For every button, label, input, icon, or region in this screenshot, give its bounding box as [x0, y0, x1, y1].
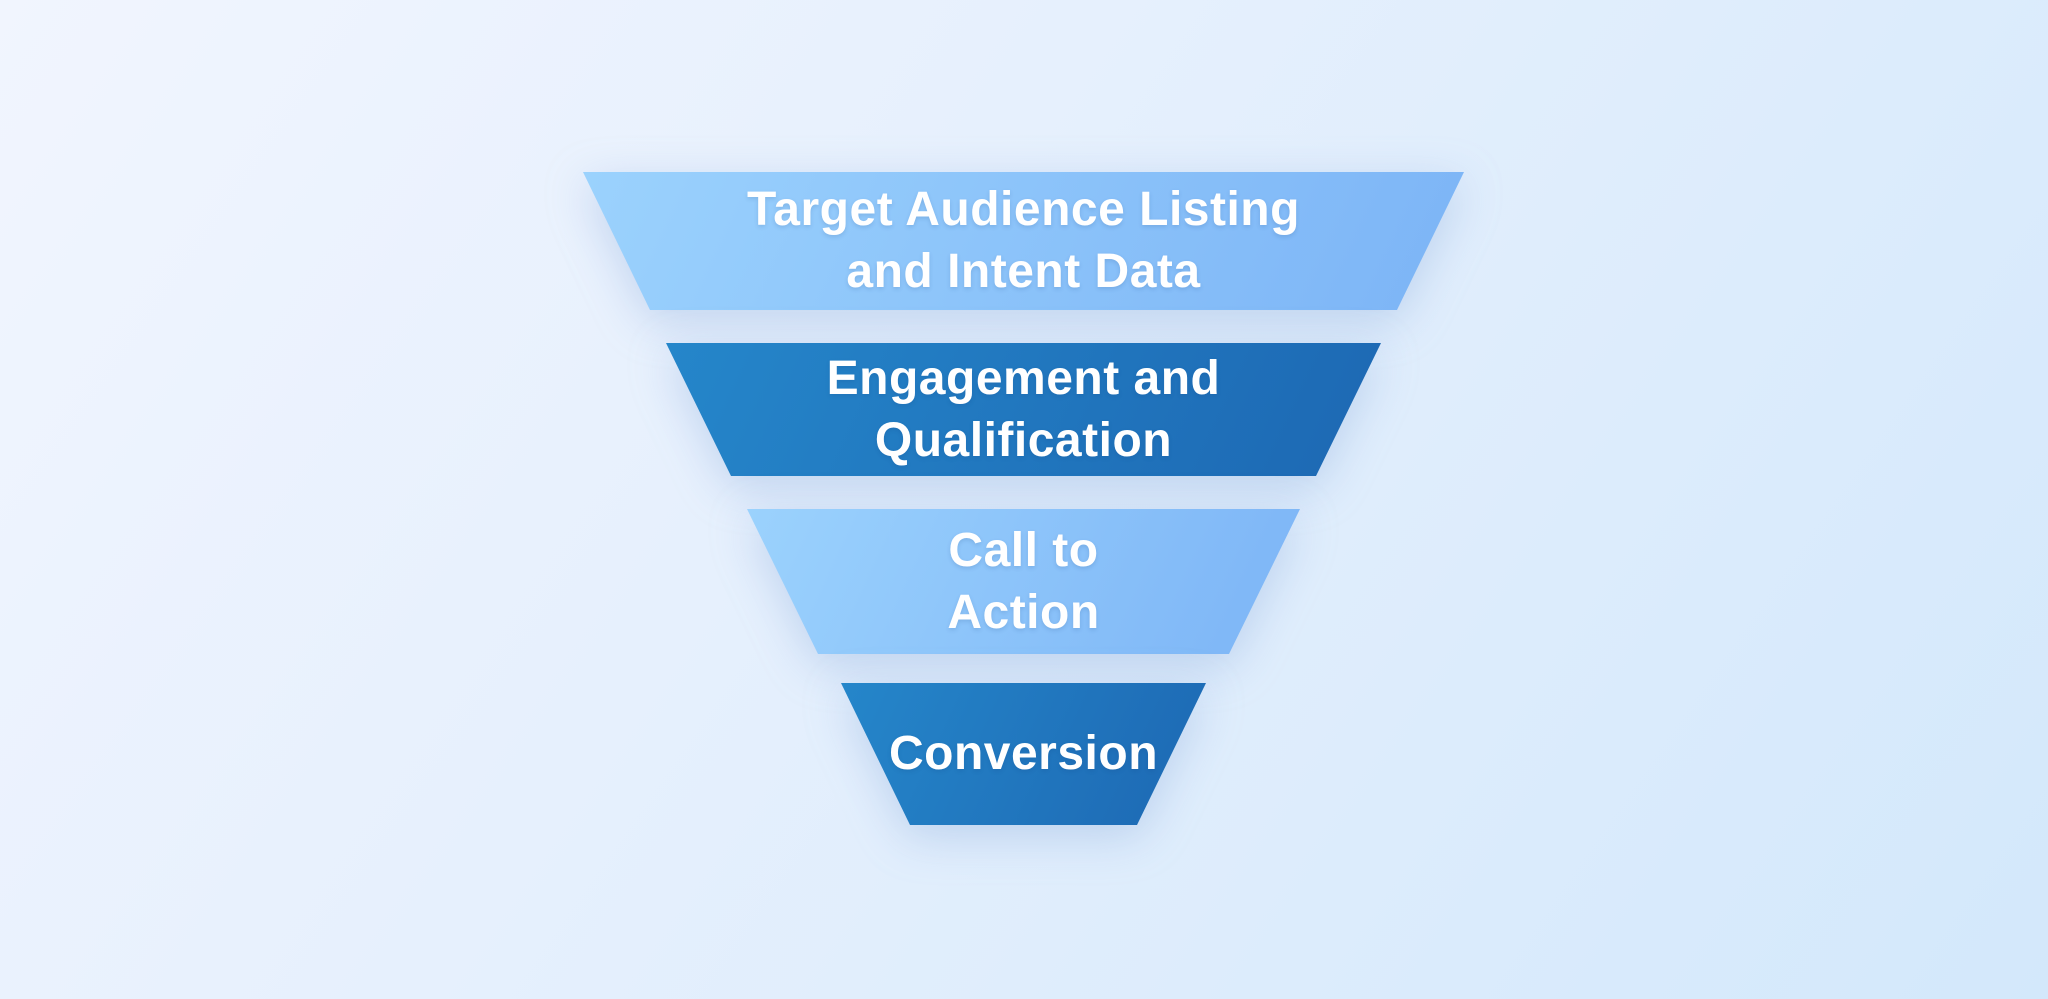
stage-label-line-1: Engagement and [826, 351, 1221, 405]
funnel-stage-shape-call-to-action: Call to Action [747, 509, 1300, 654]
funnel-stage-target-audience: Target Audience Listing and Intent Data [583, 172, 1464, 310]
stage-label-line-2: and Intent Data [846, 245, 1201, 298]
funnel-stage-conversion: Conversion [841, 683, 1206, 825]
stage-label-line-1: Conversion [888, 727, 1159, 780]
funnel-stage-shape-engagement: Engagement and Qualification [666, 343, 1381, 476]
stage-label-line-1: Target Audience Listing [747, 183, 1300, 236]
stage-label-line-2: Action [947, 585, 1100, 639]
stage-label-line-1: Call to [948, 523, 1099, 577]
funnel-stage-call-to-action: Call to Action [747, 509, 1300, 654]
funnel-stage-engagement: Engagement and Qualification [666, 343, 1381, 476]
funnel-stage-shape-target-audience: Target Audience Listing and Intent Data [583, 172, 1464, 310]
stage-label-line-2: Qualification [874, 413, 1173, 467]
funnel-stage-shape-conversion: Conversion [841, 683, 1206, 825]
